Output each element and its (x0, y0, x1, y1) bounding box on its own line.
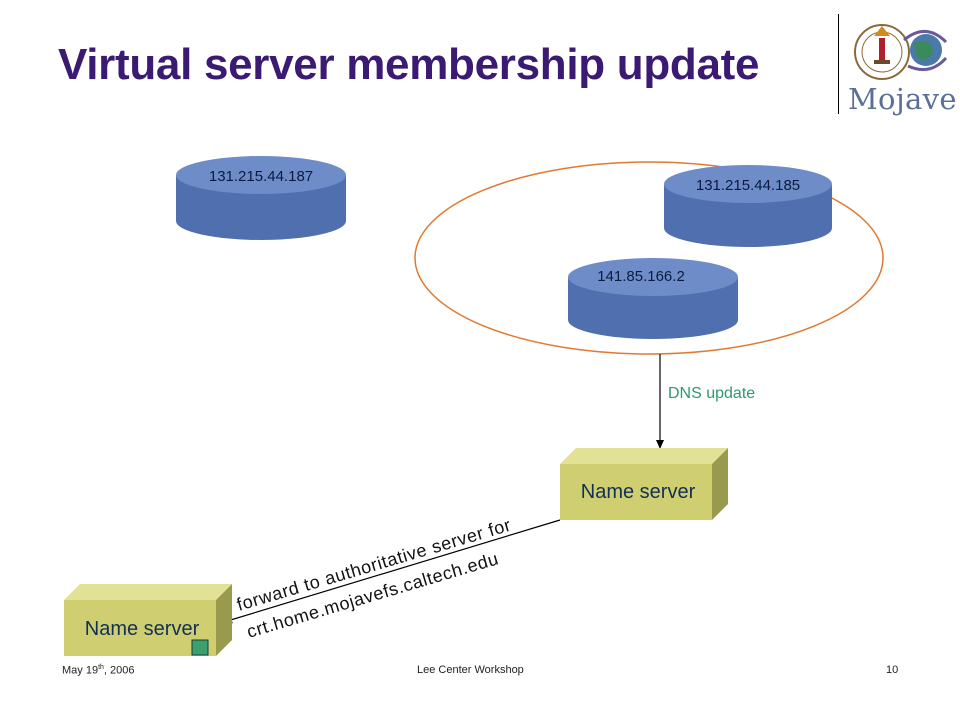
logo-text: Mojave (848, 82, 957, 116)
disk-ip-label: 131.215.44.185 (696, 177, 800, 194)
footer-date-sup: th (98, 664, 104, 671)
name-server-label: Name server (581, 481, 696, 503)
footer-page-number: 10 (886, 664, 899, 676)
logo-divider (838, 14, 839, 114)
footer-event: Lee Center Workshop (417, 664, 524, 676)
disk-ip-label: 141.85.166.2 (597, 268, 685, 285)
mojave-logo: Mojave (838, 14, 956, 116)
caltech-seal-icon (854, 24, 910, 80)
server-disk: 131.215.44.187 (176, 156, 346, 240)
forward-arrow (223, 519, 561, 624)
name-server-box: Name server (560, 448, 728, 520)
footer-date-suffix: , 2006 (103, 664, 135, 677)
server-disk: 131.215.44.185 (664, 165, 832, 247)
name-server-box: Name server (64, 584, 232, 656)
name-server-label: Name server (85, 618, 200, 640)
disk-ip-label: 131.215.44.187 (209, 168, 313, 185)
footer-date-prefix: May 19 (62, 664, 99, 677)
footer-date: May 19th, 2006 (62, 664, 135, 677)
server-disk: 141.85.166.2 (568, 258, 738, 339)
status-square-icon (191, 639, 209, 656)
globe-icon (903, 30, 948, 72)
virtual-server-group-ellipse (414, 161, 884, 355)
page-title: Virtual server membership update (58, 40, 760, 89)
dns-update-label: DNS update (668, 385, 755, 402)
